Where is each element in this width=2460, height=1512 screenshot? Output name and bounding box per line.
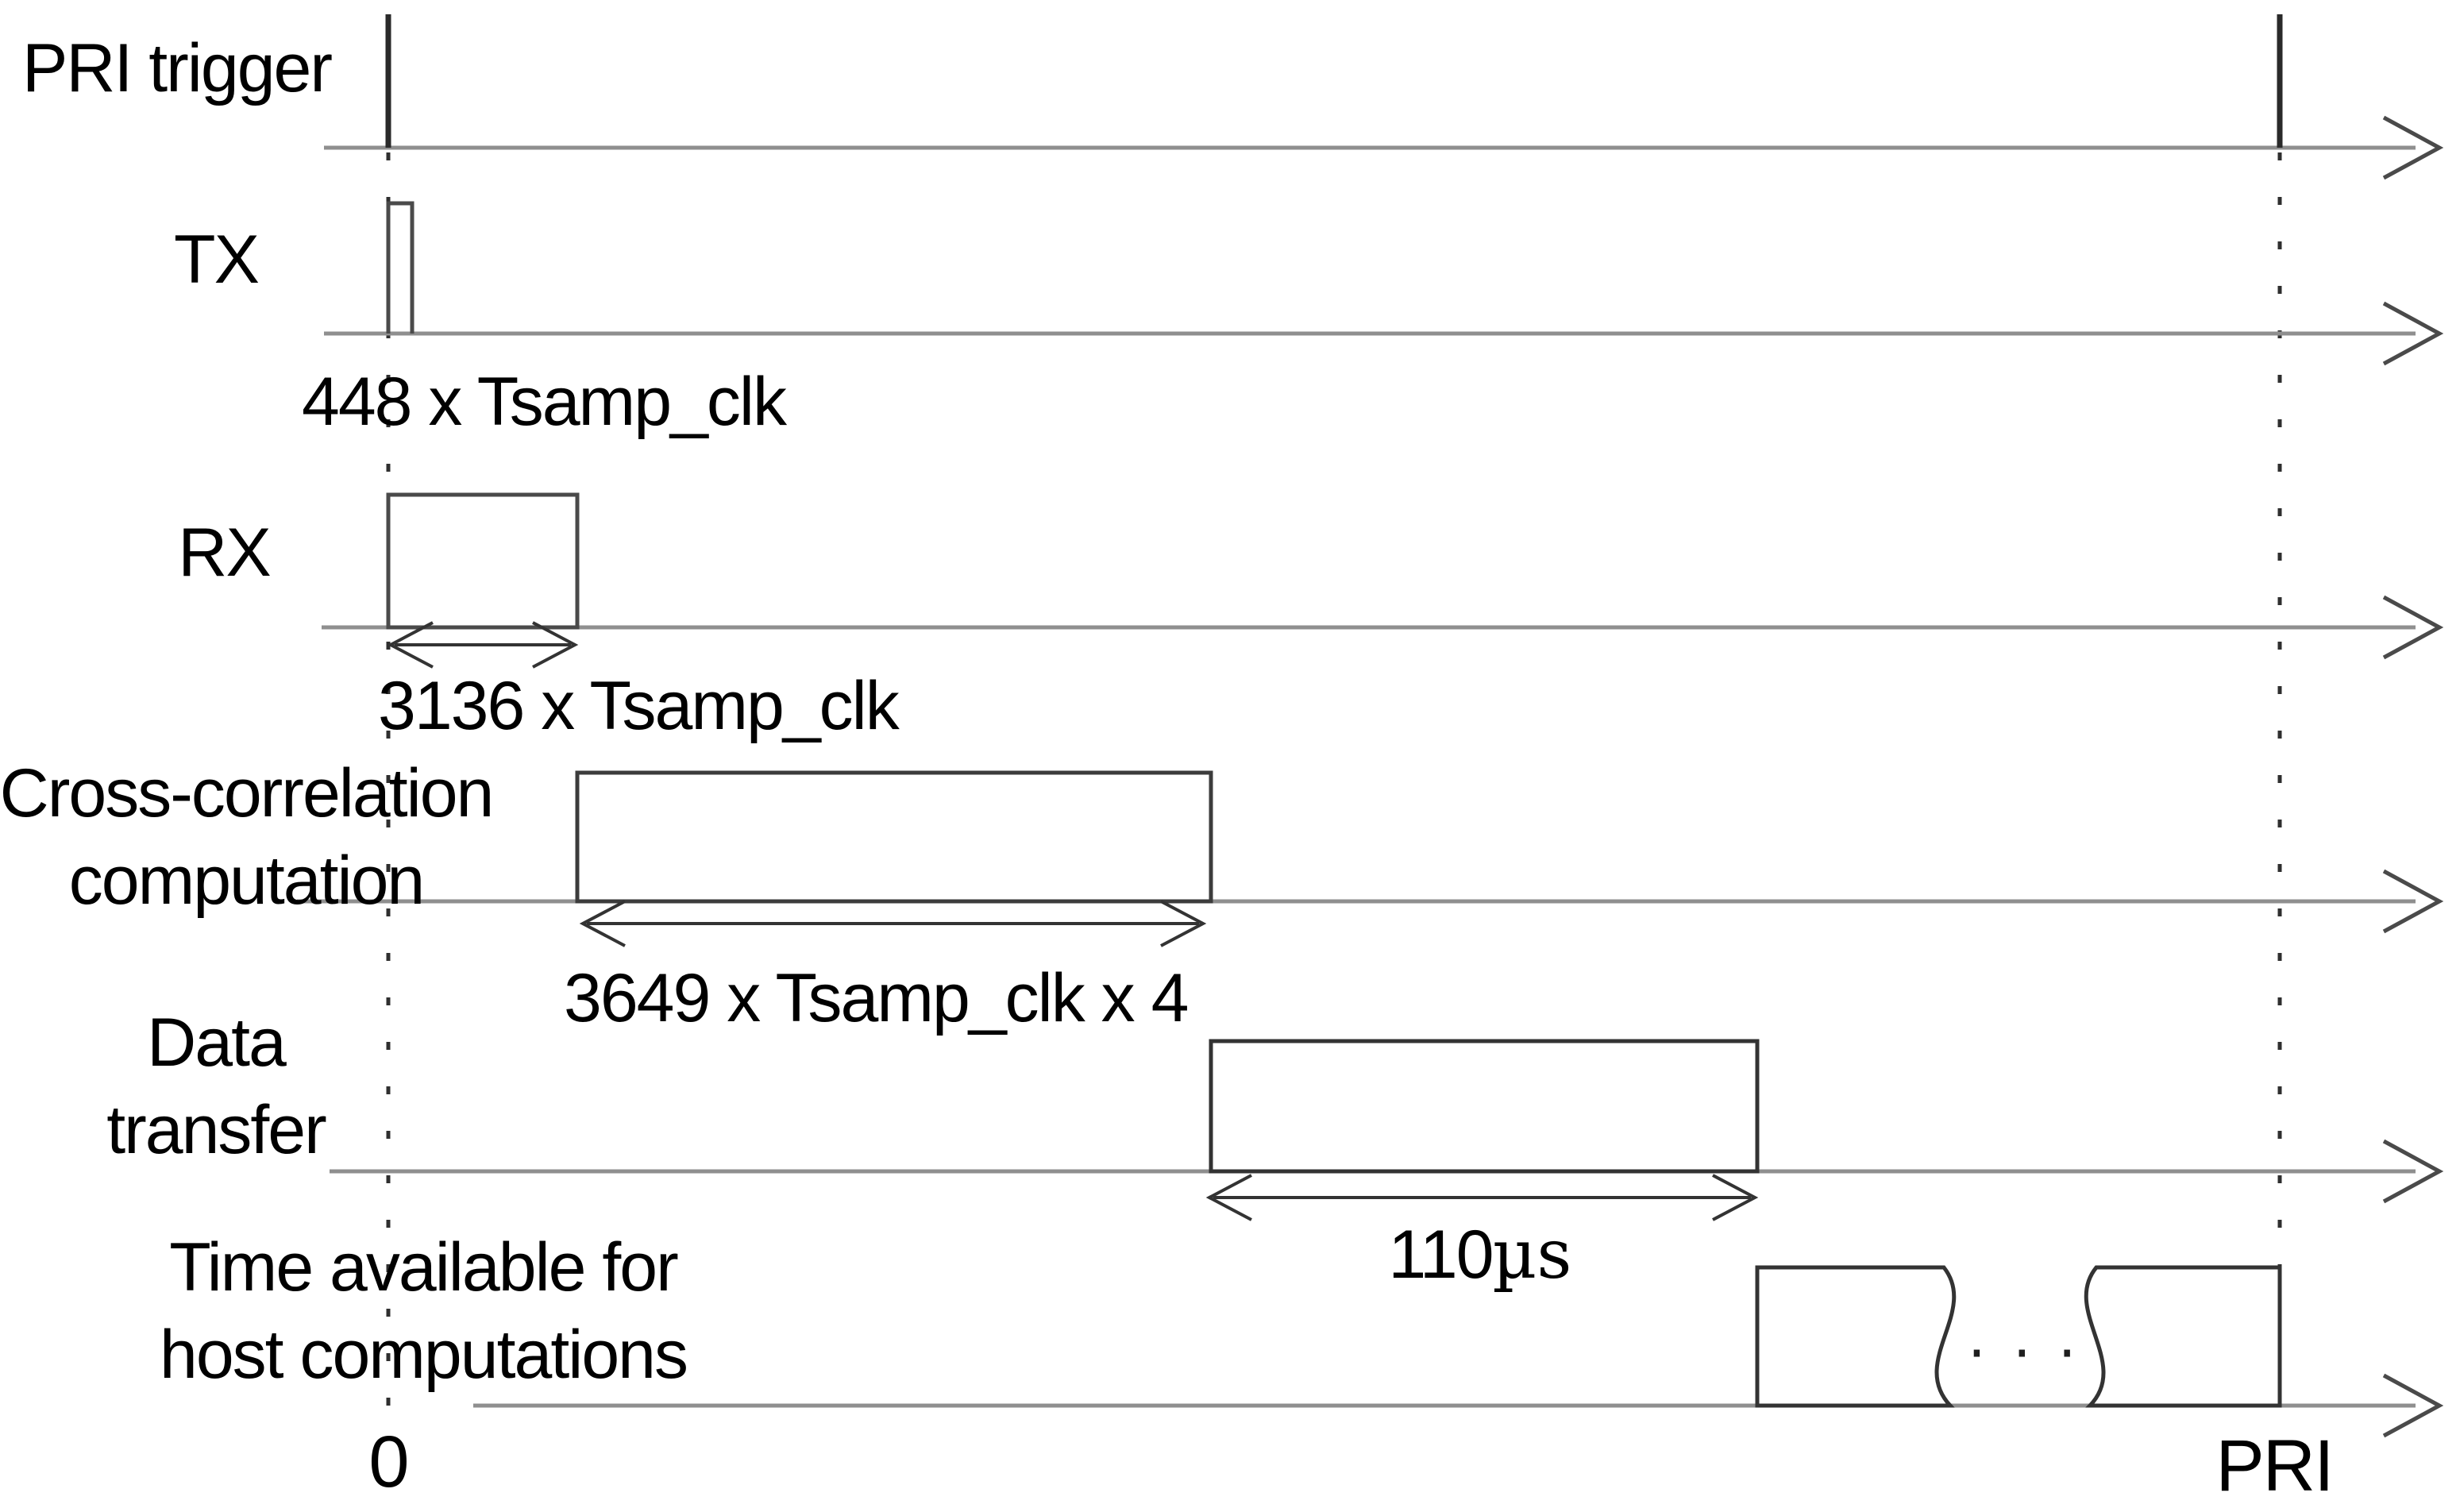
axis-arrowhead-icon: [2382, 115, 2444, 180]
axis-arrowhead-icon: [2382, 301, 2444, 366]
annotation-rx-duration: 3136 x Tsamp_clk: [378, 668, 900, 744]
tx-pulse-box: [386, 201, 414, 334]
dimension-arrow-rx: [387, 621, 579, 669]
row-label-line2: transfer: [106, 1092, 327, 1169]
arrow-left-icon: [579, 900, 626, 947]
continuation-ellipsis: ···: [1968, 1320, 2103, 1387]
axis-arrowhead-icon: [2382, 1139, 2444, 1204]
arrow-right-icon: [1712, 1174, 1759, 1221]
rx-active-box: [386, 492, 580, 630]
cross-correlation-box: [575, 770, 1213, 904]
arrow-right-icon: [532, 621, 579, 669]
arrow-right-icon: [1160, 900, 1207, 947]
annotation-cross-correlation-duration: 3649 x Tsamp_clk x 4: [564, 960, 1189, 1036]
row-label-line2: host computations: [160, 1317, 688, 1394]
baseline-tx: [324, 301, 2444, 366]
arrow-left-icon: [387, 621, 434, 669]
row-label-host-time: Time available for host computations: [160, 1224, 688, 1398]
row-label-tx: TX: [174, 222, 260, 298]
host-time-box-left: [1755, 1265, 1957, 1408]
axis-arrowhead-icon: [2382, 595, 2444, 660]
row-label-line1: Data: [147, 1005, 287, 1081]
row-label-cross-correlation: Cross-correlation computation: [0, 750, 494, 924]
baseline-rx: [322, 595, 2444, 660]
row-label-line1: Time available for: [169, 1229, 679, 1306]
data-transfer-box: [1209, 1039, 1760, 1174]
host-time-box-right: [2084, 1265, 2282, 1408]
axis-pri-label: PRI: [2215, 1425, 2334, 1506]
annotation-unit: µs: [1492, 1215, 1572, 1294]
annotation-data-transfer-duration: 110µs: [1388, 1214, 1571, 1296]
row-label-line1: Cross-correlation: [0, 755, 494, 831]
annotation-number: 110: [1388, 1217, 1494, 1293]
row-label-rx: RX: [178, 515, 271, 591]
dimension-arrow-cross-correlation: [579, 900, 1207, 947]
row-label-data-transfer: Data transfer: [106, 999, 327, 1174]
annotation-tx-duration: 448 x Tsamp_clk: [302, 364, 787, 440]
axis-arrowhead-icon: [2382, 1373, 2444, 1438]
baseline-pri-trigger: [324, 115, 2444, 180]
row-label-pri-trigger: PRI trigger: [22, 30, 333, 106]
row-label-line2: computation: [68, 843, 426, 920]
axis-origin-label: 0: [368, 1421, 409, 1502]
dimension-arrow-data-transfer: [1205, 1174, 1759, 1221]
arrow-left-icon: [1205, 1174, 1252, 1221]
axis-arrowhead-icon: [2382, 869, 2444, 934]
